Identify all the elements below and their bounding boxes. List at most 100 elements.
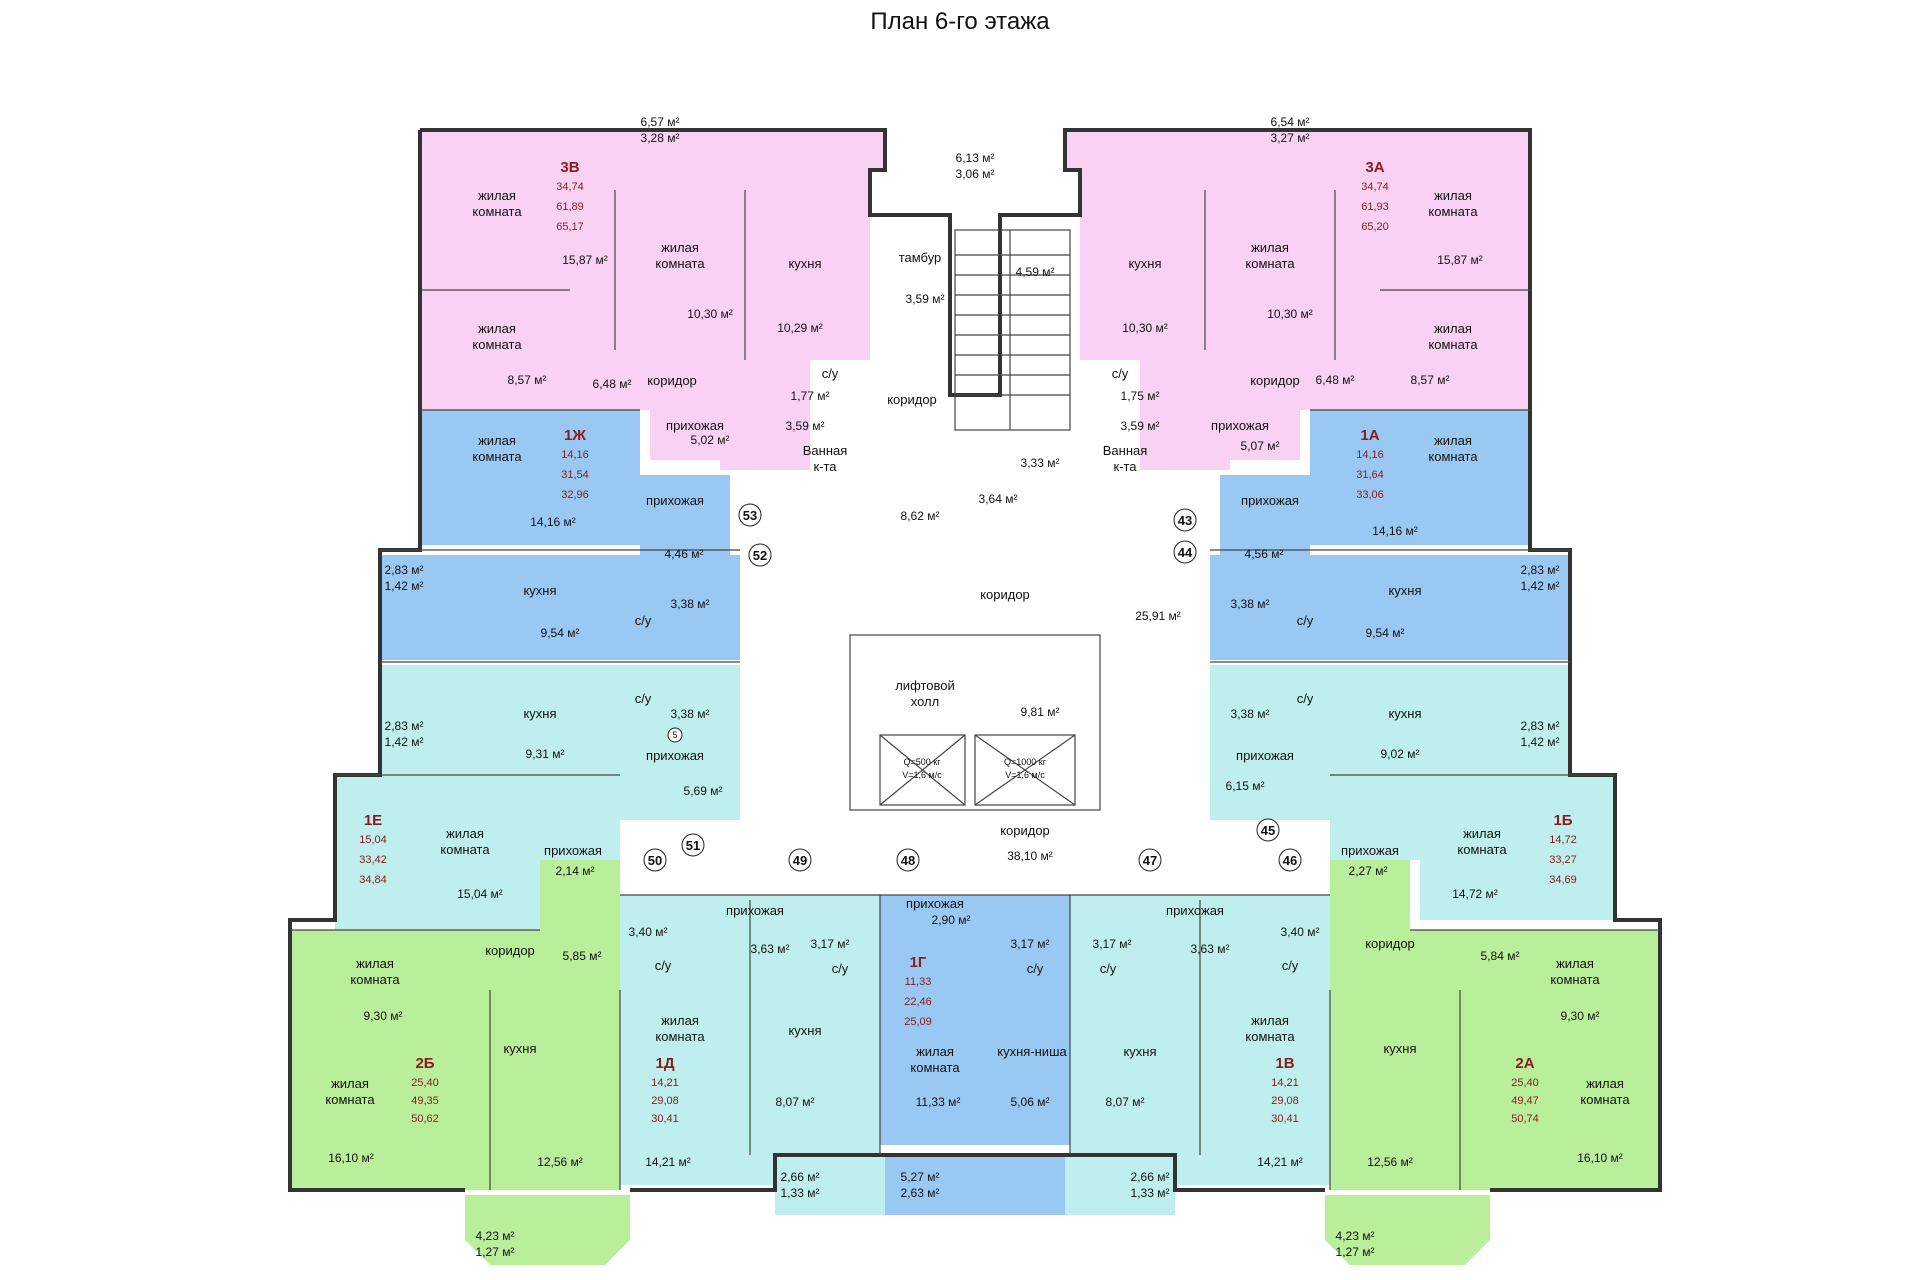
area-value: 14,16 м² [1372,524,1418,538]
room-label: кухня [788,256,821,271]
area-value: 1,75 м² [1121,389,1160,403]
room-label: кухня [1388,706,1421,721]
room-label: комната [1428,337,1478,352]
area-value: 6,48 м² [593,377,632,391]
balcony-fill-5 [1325,1195,1490,1265]
apartment-2b-code: 2Б 25,40 49,35 50,62 [411,1055,439,1125]
room-label: жилая [1251,240,1289,255]
area-value: 3,38 м² [1231,597,1270,611]
area-value: 9,54 м² [541,626,580,640]
elevators: Q=500 кг V=1,6 м/с Q=1000 кг V=1,6 м/с [849,634,1101,811]
room-label: коридор [1000,823,1050,838]
room-label: комната [472,449,522,464]
area-values: 6,57 м² 3,28 м² 6,54 м² 3,27 м² 6,13 м² … [328,115,1623,1259]
svg-text:30,41: 30,41 [1271,1113,1299,1125]
room-label: коридор [980,587,1030,602]
room-label: к-та [813,459,837,474]
svg-text:30,41: 30,41 [651,1113,679,1125]
area-value: 16,10 м² [1577,1151,1623,1165]
area-value: 9,54 м² [1366,626,1405,640]
area-value: 5,27 м² [901,1170,940,1184]
area-value: 2,66 м² [1131,1170,1170,1184]
apartment-3b-code: 3В 34,74 61,89 65,17 [556,159,584,233]
marker-50: 50 [643,848,667,872]
room-label: комната [472,337,522,352]
area-value: 3,38 м² [671,707,710,721]
area-value: 6,57 м² [641,115,680,129]
area-value: 3,59 м² [786,419,825,433]
area-value: 6,15 м² [1226,779,1265,793]
room-fills [290,130,1660,1265]
area-value: 4,46 м² [665,547,704,561]
svg-text:14,16: 14,16 [561,449,589,461]
svg-text:51: 51 [686,838,700,853]
area-value: 1,27 м² [476,1245,515,1259]
svg-text:48: 48 [901,853,915,868]
room-label: жилая [1434,433,1472,448]
room-label: с/у [1112,366,1129,381]
room-label: кухня [1383,1041,1416,1056]
svg-text:3А: 3А [1365,159,1384,176]
svg-text:22,46: 22,46 [904,996,932,1008]
area-value: 3,40 м² [629,925,668,939]
room-label: прихожая [544,843,602,858]
area-value: 10,30 м² [687,307,733,321]
room-label: кухня [503,1041,536,1056]
svg-text:1Е: 1Е [364,812,382,829]
room-label: жилая [661,1013,699,1028]
marker-44: 44 [1173,540,1197,564]
apartment-1zh-fill [420,410,730,580]
area-value: 1,33 м² [781,1186,820,1200]
svg-text:50,74: 50,74 [1511,1113,1539,1125]
svg-text:34,74: 34,74 [556,181,584,193]
svg-text:1В: 1В [1275,1055,1294,1072]
area-value: 1,33 м² [1131,1186,1170,1200]
apartment-1e-code: 1Е 15,04 33,42 34,84 [359,812,387,886]
room-label: комната [910,1060,960,1075]
area-value: 1,42 м² [1521,735,1560,749]
room-label: лифтовой [895,678,955,693]
area-value: 9,30 м² [364,1009,403,1023]
svg-text:1Г: 1Г [910,954,927,971]
room-label: холл [911,694,939,709]
area-value: 3,38 м² [671,597,710,611]
apartment-1v-code: 1В 14,21 29,08 30,41 [1271,1055,1299,1125]
svg-text:47: 47 [1143,853,1157,868]
area-value: 8,57 м² [1411,373,1450,387]
svg-text:11,33: 11,33 [905,976,932,988]
room-label: жилая [1251,1013,1289,1028]
room-label: кухня [788,1023,821,1038]
svg-text:29,08: 29,08 [1271,1095,1299,1107]
area-value: 2,83 м² [385,719,424,733]
room-label: кухня [523,583,556,598]
room-label: с/у [655,958,672,973]
svg-text:31,54: 31,54 [561,469,589,481]
area-value: 3,64 м² [979,492,1018,506]
room-label: комната [655,256,705,271]
area-value: 3,17 м² [811,937,850,951]
svg-text:1Ж: 1Ж [564,427,586,444]
loggia-fill-l2 [380,665,440,760]
plan-title: План 6-го этажа [870,8,1050,35]
area-value: 3,17 м² [1011,937,1050,951]
svg-text:49,35: 49,35 [411,1095,439,1107]
area-value: 38,10 м² [1007,849,1053,863]
room-label: с/у [822,366,839,381]
area-value: 14,72 м² [1452,887,1498,901]
room-label: жилая [1434,188,1472,203]
room-label: жилая [446,826,484,841]
room-label: комната [472,204,522,219]
area-value: 6,13 м² [956,151,995,165]
room-label: комната [1245,1029,1295,1044]
area-value: 2,90 м² [932,913,971,927]
area-value: 2,27 м² [1349,864,1388,878]
area-value: 9,81 м² [1021,705,1060,719]
marker-45: 45 [1256,818,1280,842]
room-label: с/у [635,613,652,628]
apartment-1g-code: 1Г 11,33 22,46 25,09 [904,954,932,1028]
room-label: комната [1245,256,1295,271]
room-label: жилая [478,321,516,336]
area-value: 14,21 м² [645,1155,691,1169]
lift-2-capacity: Q=1000 кг [1004,757,1047,767]
area-value: 14,16 м² [530,515,576,529]
